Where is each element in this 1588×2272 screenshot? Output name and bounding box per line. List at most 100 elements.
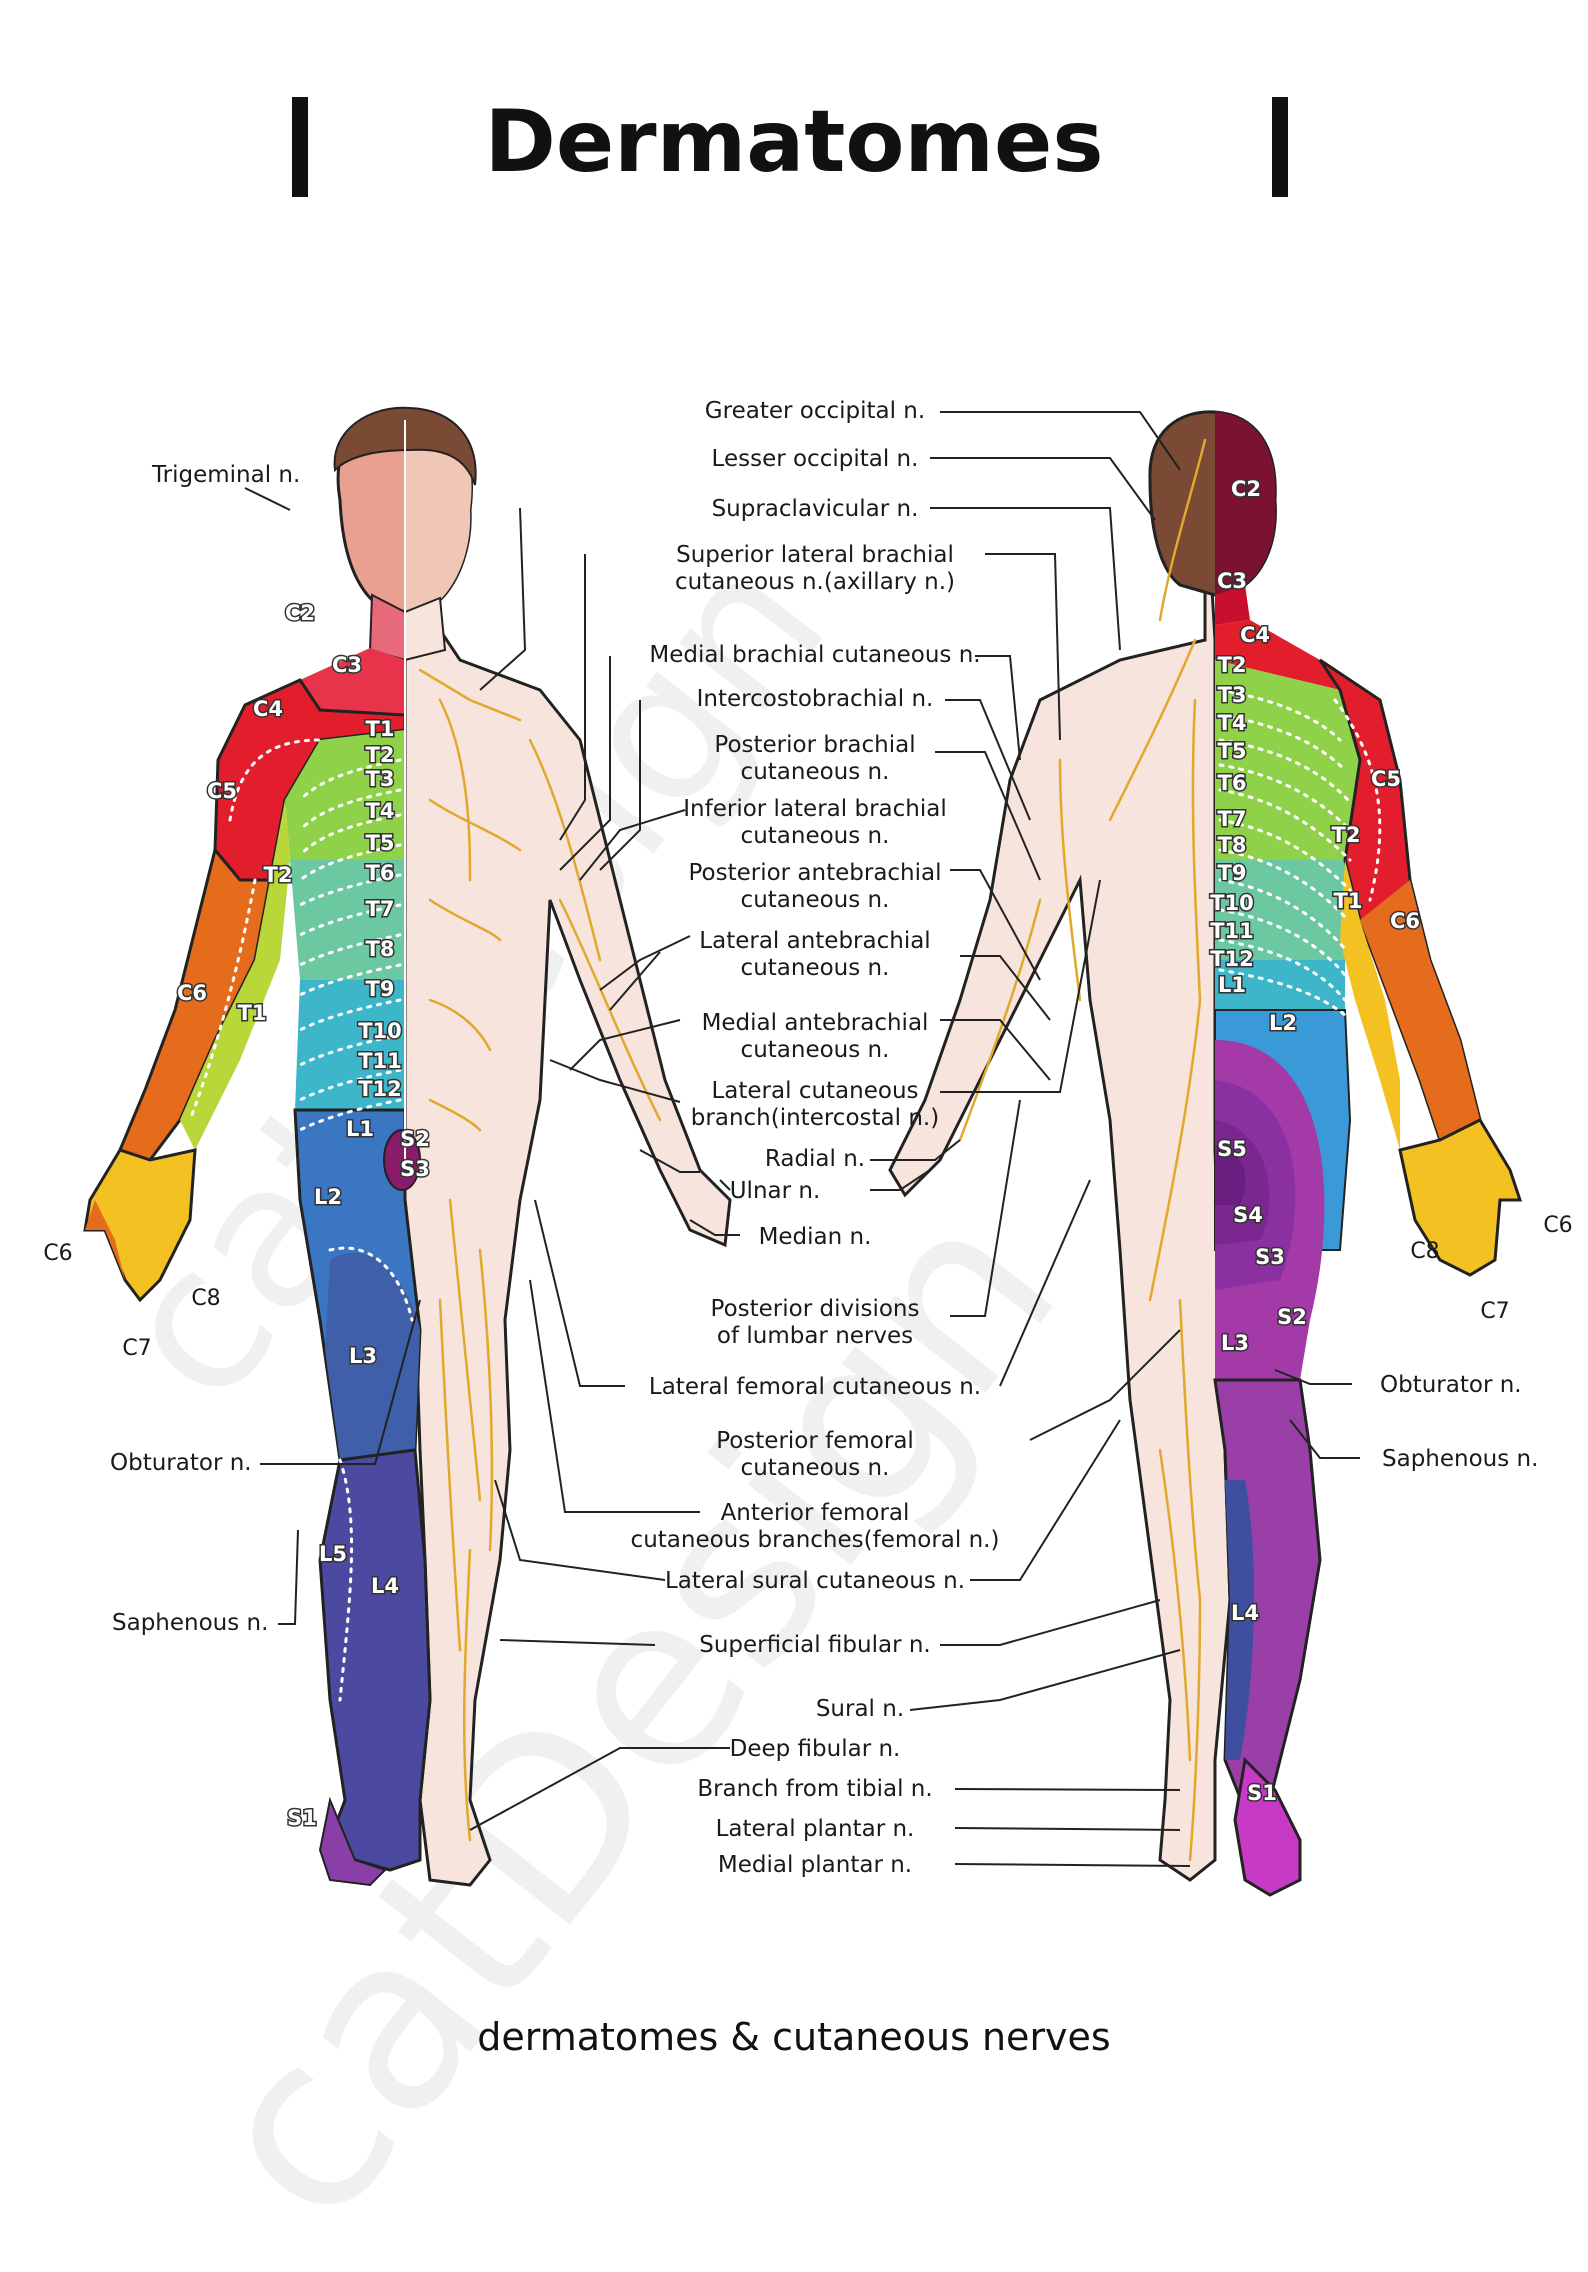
dermatome-label-a-t6: T6	[366, 861, 395, 885]
nerve-labels: Greater occipital n.Lesser occipital n.S…	[631, 398, 1000, 1878]
dermatome-label-p-t11: T11	[1210, 919, 1254, 943]
label-sural: Sural n.	[816, 1696, 904, 1722]
anterior-dermatome-labels: C2C3C4C5C6C6C7C8T1T1T2T2T3T4T5T6T7T8T9T1…	[43, 600, 431, 1832]
label-inferior-lateral-brachial-line-2: cutaneous n.	[741, 823, 890, 849]
posterior-dermatome-boundaries	[1218, 688, 1382, 1017]
dermatome-label-p-t8: T8	[1218, 833, 1247, 857]
label-posterior-antebrachial-line-2: cutaneous n.	[741, 887, 890, 913]
side-labels: Trigeminal n. Obturator n. Saphenous n. …	[110, 462, 1538, 1636]
posterior-cutaneous-nerves	[958, 438, 1207, 1862]
posterior-forearm-medial	[1340, 860, 1400, 1150]
anterior-trunk-lower	[295, 980, 405, 1110]
dermatome-label-a-l5: L5	[319, 1542, 347, 1566]
label-obturator-right: Obturator n.	[1380, 1372, 1522, 1398]
dermatome-label-a-t9: T9	[366, 977, 395, 1001]
label-posterior-divisions-line-2: of lumbar nerves	[717, 1323, 913, 1349]
dermatome-label-p-t5: T5	[1218, 739, 1247, 763]
dermatome-label-a-s3: S3	[400, 1157, 430, 1181]
label-superficial-fibular: Superficial fibular n.	[699, 1632, 931, 1658]
anterior-trunk-mid	[290, 860, 405, 980]
posterior-figure	[888, 410, 1523, 1897]
dermatome-label-p-t1arm: T1	[1334, 889, 1363, 913]
title-bar-right	[1272, 97, 1288, 197]
dermatome-label-a-t1: T1	[366, 717, 395, 741]
anterior-c3-region	[300, 648, 405, 715]
dermatome-label-a-c6h: C6	[43, 1241, 72, 1266]
anterior-forearm-medial	[180, 800, 290, 1150]
anterior-s1-foot	[318, 1796, 387, 1887]
dermatome-label-p-l3: L3	[1221, 1331, 1249, 1355]
dermatome-label-a-s2: S2	[400, 1127, 430, 1151]
dermatome-label-a-t3: T3	[366, 767, 395, 791]
dermatome-label-a-c5: C5	[207, 779, 237, 803]
dermatome-label-p-c8: C8	[1410, 1239, 1439, 1264]
dermatome-label-p-t4: T4	[1218, 711, 1247, 735]
dermatome-label-a-t2: T2	[366, 743, 395, 767]
posterior-dermatome-labels: C2C3C4C5C6C6C7C8T1T2T2T3T4T5T6T7T8T9T10T…	[1209, 476, 1573, 1807]
dermatome-label-p-t6: T6	[1218, 771, 1247, 795]
dermatome-label-a-l4: L4	[371, 1574, 399, 1598]
dermatome-label-a-c7: C7	[122, 1336, 151, 1361]
label-lateral-antebrachial-line-1: Lateral antebrachial	[699, 928, 930, 954]
label-lesser-occipital: Lesser occipital n.	[712, 446, 919, 472]
posterior-c3-region	[1215, 585, 1250, 625]
dermatome-label-a-c2: C2	[285, 601, 315, 625]
label-anterior-femoral-line-2: cutaneous branches(femoral n.)	[631, 1527, 1000, 1553]
dermatome-label-a-t1arm: T1	[238, 1001, 267, 1025]
posterior-c2-region	[1215, 412, 1276, 595]
label-posterior-divisions-line-1: Posterior divisions	[711, 1296, 920, 1322]
label-lateral-sural: Lateral sural cutaneous n.	[665, 1568, 965, 1594]
anterior-l3-region	[325, 1252, 420, 1460]
dermatome-label-a-t4: T4	[366, 799, 395, 823]
dermatome-label-p-s3: S3	[1255, 1245, 1285, 1269]
dermatome-label-p-t7: T7	[1218, 807, 1247, 831]
dermatome-label-a-l1: L1	[346, 1117, 374, 1141]
label-supraclavicular: Supraclavicular n.	[712, 496, 919, 522]
anterior-trunk-upper	[285, 730, 405, 860]
dermatome-label-p-t10: T10	[1210, 891, 1254, 915]
label-ulnar: Ulnar n.	[730, 1178, 821, 1204]
dermatome-label-p-t2arm: T2	[1332, 823, 1361, 847]
dermatome-label-p-s2: S2	[1277, 1305, 1307, 1329]
label-medial-plantar: Medial plantar n.	[718, 1852, 912, 1878]
label-posterior-femoral-line-2: cutaneous n.	[741, 1455, 890, 1481]
dermatome-label-p-s4: S4	[1233, 1203, 1263, 1227]
anterior-s2-s3-region	[383, 1129, 421, 1191]
dermatome-label-a-t8: T8	[366, 937, 395, 961]
dermatome-label-a-t11: T11	[358, 1049, 402, 1073]
dermatome-label-p-l2: L2	[1269, 1011, 1297, 1035]
label-posterior-femoral-line-1: Posterior femoral	[716, 1428, 914, 1454]
label-medial-antebrachial-line-2: cutaneous n.	[741, 1037, 890, 1063]
posterior-s1-foot	[1233, 1756, 1302, 1897]
posterior-forearm	[1360, 880, 1480, 1140]
dermatome-label-p-s1: S1	[1247, 1781, 1277, 1805]
label-saphenous-left: Saphenous n.	[112, 1610, 268, 1636]
label-anterior-femoral-line-1: Anterior femoral	[721, 1500, 910, 1526]
anterior-figure	[83, 406, 732, 1887]
dermatome-label-p-s5: S5	[1217, 1137, 1247, 1161]
dermatome-label-p-c5: C5	[1371, 767, 1401, 791]
dermatome-label-p-t3: T3	[1218, 683, 1247, 707]
title-bar-left	[292, 97, 308, 197]
dermatome-label-a-t2arm: T2	[264, 863, 293, 887]
dermatome-label-a-c8: C8	[191, 1286, 220, 1311]
dermatome-label-p-c7: C7	[1480, 1299, 1509, 1324]
dermatome-label-a-t5: T5	[366, 831, 395, 855]
posterior-l4-region	[1225, 1480, 1255, 1760]
label-median: Median n.	[759, 1224, 872, 1250]
label-medial-brachial: Medial brachial cutaneous n.	[649, 642, 980, 668]
anterior-forearm	[117, 846, 272, 1162]
dermatome-label-a-l2: L2	[314, 1185, 342, 1209]
page-subtitle: dermatomes & cutaneous nerves	[477, 2015, 1111, 2059]
dermatome-label-a-t7: T7	[366, 897, 395, 921]
label-trigeminal: Trigeminal n.	[151, 462, 300, 488]
dermatome-label-p-c6: C6	[1390, 909, 1420, 933]
label-lateral-femoral: Lateral femoral cutaneous n.	[649, 1374, 981, 1400]
posterior-c4-region	[1215, 620, 1340, 690]
label-inferior-lateral-brachial-line-1: Inferior lateral brachial	[683, 796, 946, 822]
dermatome-label-p-t9: T9	[1218, 861, 1247, 885]
label-superior-lateral-brachial-line-1: Superior lateral brachial	[676, 542, 954, 568]
dermatome-label-a-s1: S1	[287, 1806, 317, 1830]
